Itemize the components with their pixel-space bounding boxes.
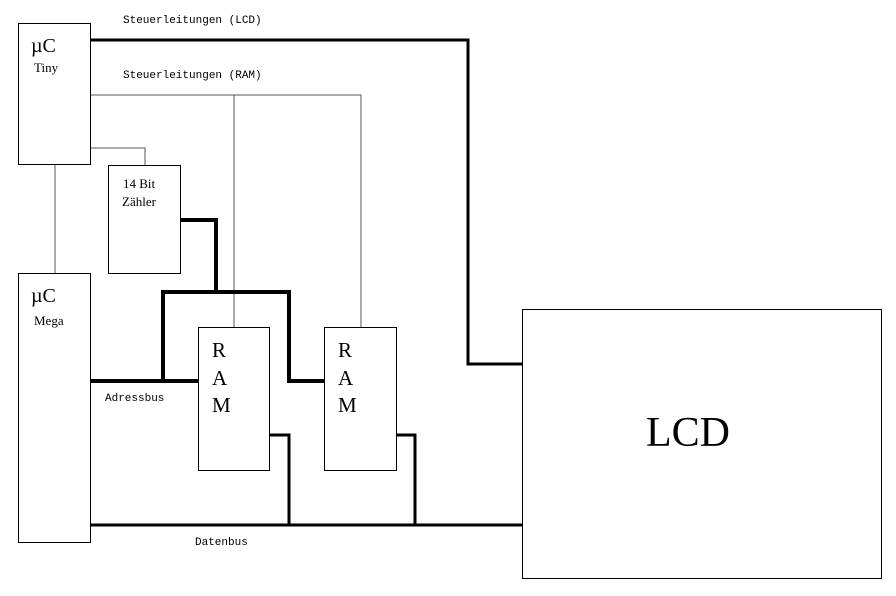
ram1-letter-m: M <box>212 393 231 417</box>
tiny-counter-line <box>91 147 146 165</box>
ram2-letter-a: A <box>338 366 354 390</box>
counter-address-line <box>180 218 218 292</box>
counter-line1: 14 Bit <box>123 176 156 191</box>
mega-block: µC Mega <box>18 273 91 543</box>
data-bus-label: Datenbus <box>195 537 248 549</box>
ram1-letter-r: R <box>212 338 226 362</box>
ram2-block: R A M <box>324 327 397 471</box>
ram2-data-line <box>396 433 417 525</box>
lcd-control-label: Steuerleitungen (LCD) <box>123 15 262 27</box>
ram1-data-line <box>269 433 291 525</box>
ram1-block: R A M <box>198 327 270 471</box>
counter-line2: Zähler <box>122 194 157 209</box>
ram2-letter-m: M <box>338 393 357 417</box>
address-bus-trunk <box>161 290 324 383</box>
lcd-title: LCD <box>646 410 730 456</box>
ram2-letter-r: R <box>338 338 352 362</box>
ram-control-label: Steuerleitungen (RAM) <box>123 70 262 82</box>
counter-block: 14 Bit Zähler <box>108 165 181 274</box>
lcd-control-line <box>91 38 522 366</box>
ram1-letter-a: A <box>212 366 228 390</box>
tiny-block: µC Tiny <box>18 23 91 165</box>
mega-subtitle: Mega <box>34 313 64 328</box>
address-bus-label: Adressbus <box>105 393 164 405</box>
tiny-subtitle: Tiny <box>34 60 59 75</box>
lcd-block: LCD <box>522 309 882 579</box>
ram2-control-line <box>234 94 362 327</box>
tiny-title: µC <box>31 35 56 57</box>
mega-title: µC <box>31 285 56 307</box>
